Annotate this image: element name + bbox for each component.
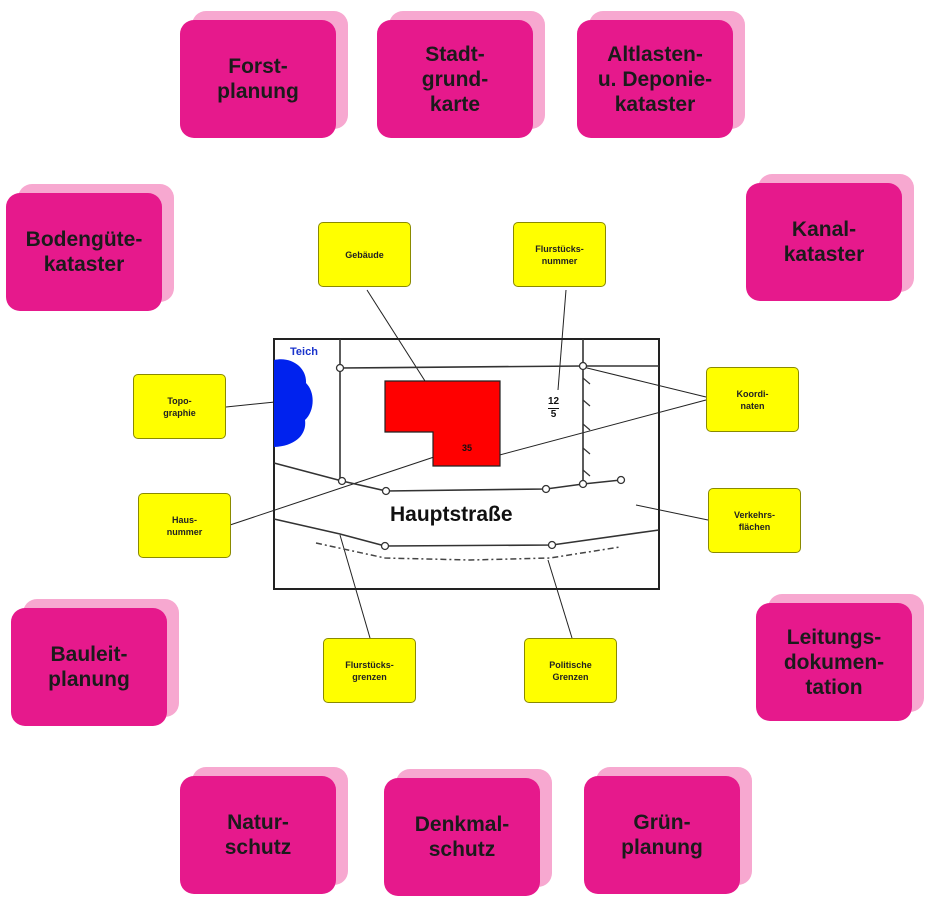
pond-label: Teich (290, 346, 318, 358)
application-denkmalschutz: Denkmal- schutz (384, 778, 540, 896)
label-text: Politische Grenzen (549, 659, 592, 682)
connector-verkehrsflaechen (635, 504, 709, 521)
connector-flurstuecksgrenzen (339, 534, 371, 639)
application-leitungsdokumentation: Leitungs- dokumen- tation (756, 603, 912, 721)
label-koordinaten: Koordi- naten (706, 367, 799, 432)
political-boundary (315, 542, 621, 561)
application-bauleitplanung: Bauleit- planung (11, 608, 167, 726)
parcel-number: 12 5 (548, 396, 560, 421)
label-text: Koordi- naten (736, 388, 769, 411)
application-label: Stadt- grund- karte (421, 42, 489, 116)
parcel-numerator: 12 (548, 396, 560, 407)
application-label: Bodengüte- kataster (25, 228, 143, 276)
application-naturschutz: Natur- schutz (180, 776, 336, 894)
label-hausnummer: Haus- nummer (138, 493, 231, 558)
application-forstplanung: Forst- planung (180, 20, 336, 138)
map-contents (273, 338, 660, 590)
application-label: Kanal- kataster (783, 218, 865, 266)
connector-koordinaten-b (461, 399, 707, 466)
connector-topographie (225, 401, 276, 408)
application-label: Forst- planung (217, 55, 299, 103)
application-bodenguetekataster: Bodengüte- kataster (6, 193, 162, 311)
application-stadtgrundkarte: Stadt- grund- karte (377, 20, 533, 138)
connector-koordinaten-a (582, 366, 707, 398)
connector-gebaeude (366, 289, 433, 393)
label-politische-grenzen: Politische Grenzen (524, 638, 617, 703)
application-label: Bauleit- planung (48, 643, 130, 691)
label-text: Verkehrs- flächen (733, 509, 776, 532)
label-gebaeude: Gebäude (318, 222, 411, 287)
application-gruenplanung: Grün- planung (584, 776, 740, 894)
street-name: Hauptstraße (390, 503, 513, 526)
application-altlastenkataster: Altlasten- u. Deponie- kataster (577, 20, 733, 138)
parcel-denominator: 5 (548, 408, 560, 421)
label-text: Gebäude (345, 249, 384, 260)
application-label: Natur- schutz (224, 811, 292, 859)
connector-hausnummer (229, 444, 471, 526)
label-flurstuecksgrenzen: Flurstücks- grenzen (323, 638, 416, 703)
application-label: Altlasten- u. Deponie- kataster (597, 42, 713, 116)
label-text: Haus- nummer (166, 514, 203, 537)
connector-politische-grenzen (547, 559, 573, 639)
building-shape (384, 380, 501, 467)
label-text: Topo- graphie (163, 395, 196, 418)
house-number: 35 (462, 443, 473, 453)
coordinate-points (335, 361, 626, 551)
pond-shape (274, 359, 313, 447)
label-flurstuecksnummer: Flurstücks- nummer (513, 222, 606, 287)
application-label: Denkmal- schutz (414, 813, 510, 861)
application-kanalkataster: Kanal- kataster (746, 183, 902, 301)
label-verkehrsflaechen: Verkehrs- flächen (708, 488, 801, 553)
application-label: Grün- planung (621, 811, 703, 859)
label-text: Flurstücks- nummer (535, 243, 584, 266)
application-label: Leitungs- dokumen- tation (783, 625, 885, 699)
label-topographie: Topo- graphie (133, 374, 226, 439)
boundary-ticks (582, 377, 591, 477)
label-text: Flurstücks- grenzen (345, 659, 394, 682)
connector-lines (225, 289, 709, 639)
map-frame (273, 338, 660, 590)
